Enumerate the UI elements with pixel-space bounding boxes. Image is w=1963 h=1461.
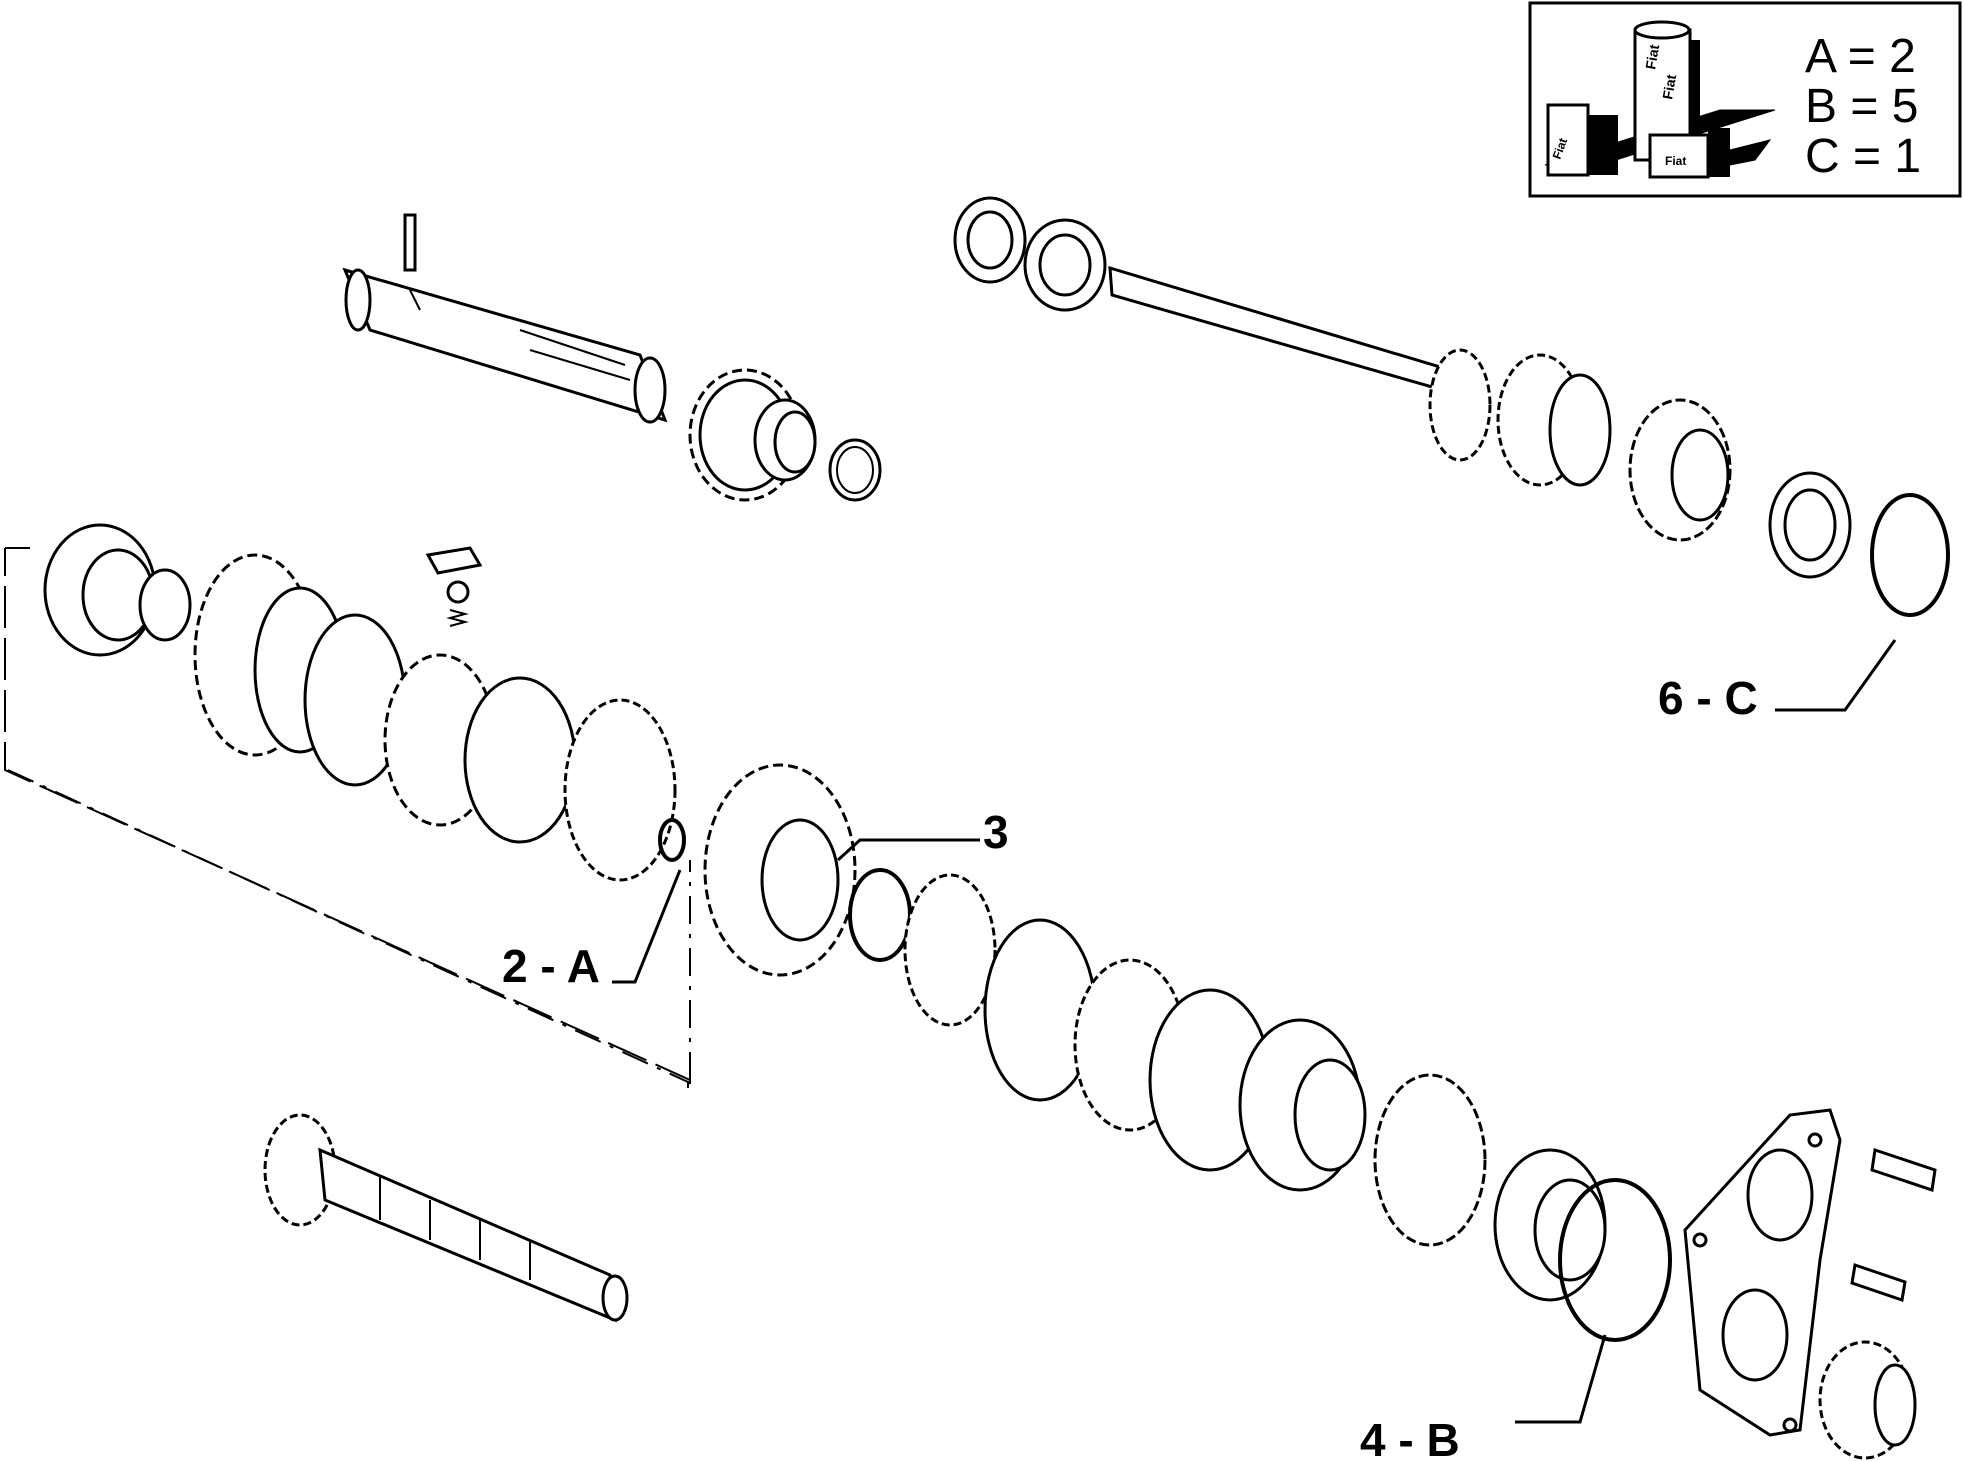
callout-3: 3 (983, 806, 1009, 858)
speedometer-drive-gear (1818, 1340, 1917, 1460)
end-cover-plate (1683, 1108, 1842, 1437)
lubricant-legend: Fiat Fiat Fiat Fiat A = 2 B = 5 C = 1 (1528, 1, 1962, 198)
callout-6-c: 6 - C (1658, 672, 1758, 724)
legend-line-a: A = 2 (1805, 30, 1916, 83)
legend-line-c: C = 1 (1805, 130, 1921, 183)
legend-line-b: B = 5 (1805, 80, 1918, 133)
callout-2-a: 2 - A (502, 940, 600, 992)
lubricant-containers-icon: Fiat Fiat Fiat Fiat (1544, 20, 1776, 179)
callout-4-b: 4 - B (1360, 1414, 1460, 1461)
svg-text:Fiat: Fiat (1659, 73, 1679, 101)
selector-shaft (342, 213, 668, 424)
input-shaft (263, 1113, 629, 1323)
svg-text:Fiat: Fiat (1642, 43, 1662, 71)
svg-text:Fiat: Fiat (1665, 154, 1686, 168)
upper-idler-gear (688, 368, 882, 502)
detent-ball-and-spring (425, 546, 483, 627)
svg-text:Fiat: Fiat (1550, 136, 1570, 161)
main-shaft-assembly (43, 523, 1672, 1342)
bolts (1850, 1148, 1937, 1302)
upper-output-shaft (953, 196, 1950, 617)
